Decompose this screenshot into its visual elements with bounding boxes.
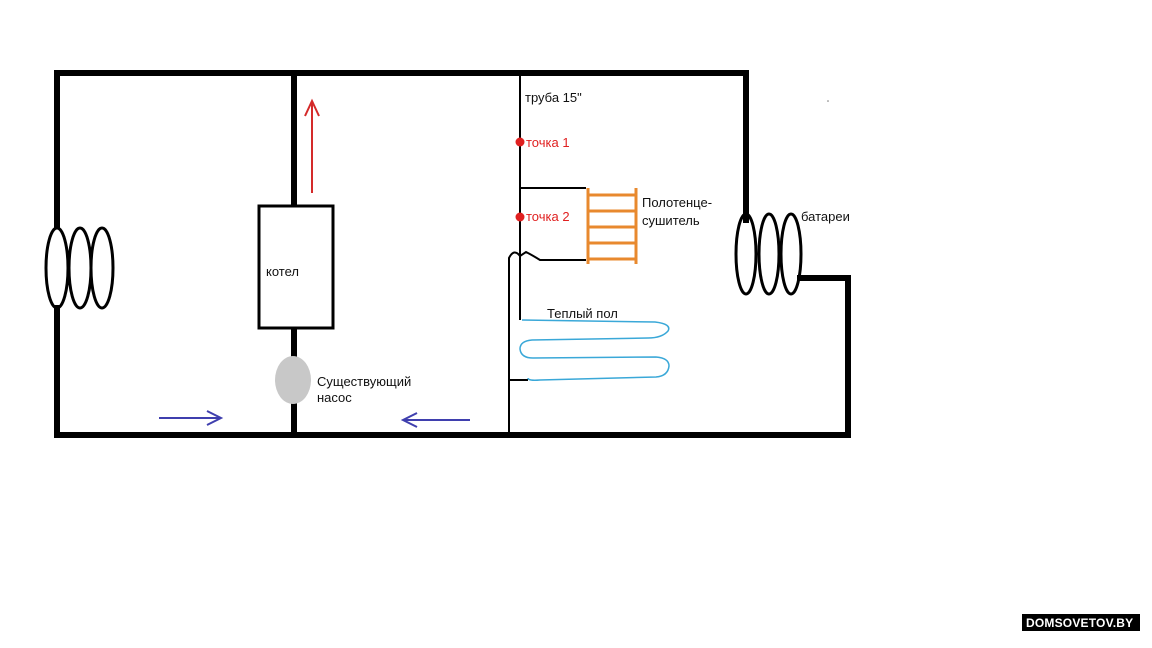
point-2-marker (515, 212, 525, 222)
right-radiator-icon (734, 212, 803, 296)
pump-label-line1: Существующий (317, 374, 411, 389)
watermark: DOMSOVETOV.BY (1022, 614, 1140, 631)
floor-heating-label: Теплый пол (547, 306, 618, 321)
riser-pipe-branch (508, 73, 586, 432)
pump-label-line2: насос (317, 390, 352, 405)
towel-dryer-label-line1: Полотенце- (642, 195, 712, 210)
radiators-label: батареи (801, 209, 850, 224)
return-arrow-right-icon (159, 410, 224, 426)
pipe-label: труба 15" (525, 90, 582, 105)
towel-dryer-label-line2: сушитель (642, 213, 700, 228)
stray-dot (827, 100, 829, 102)
watermark-text: DOMSOVETOV.BY (1026, 616, 1133, 630)
towel-dryer-return (508, 250, 586, 432)
left-outer-pipe-top (54, 70, 749, 229)
boiler-box (257, 204, 335, 330)
left-outer-pipe-bottom (54, 275, 851, 438)
left-radiator-icon (44, 226, 115, 310)
pump-icon (275, 356, 311, 404)
main-pipe-network (54, 70, 851, 438)
boiler-label: котел (266, 264, 299, 279)
towel-dryer-icon (586, 188, 638, 264)
point-1-marker (515, 137, 525, 147)
point-1-label: точка 1 (526, 135, 570, 150)
point-2-label: точка 2 (526, 209, 570, 224)
return-arrow-left-icon (400, 412, 470, 428)
supply-arrow-icon (304, 98, 320, 193)
floor-heating-loop-icon (519, 319, 670, 381)
